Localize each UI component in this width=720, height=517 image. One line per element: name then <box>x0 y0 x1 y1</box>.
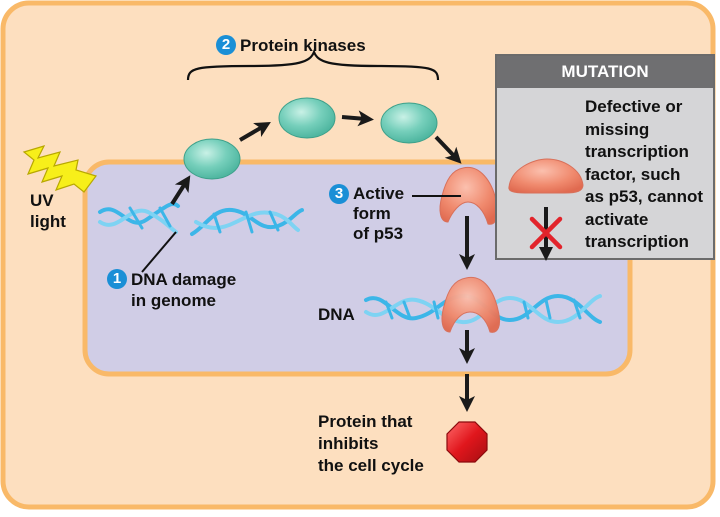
uv-lightning-icon <box>22 145 97 193</box>
inhibitor-label-line-1: Protein that <box>318 412 413 431</box>
uv-label-line-1: UV <box>30 191 54 210</box>
step-3-active-p53: 3 Active form of p53 <box>329 184 404 244</box>
protein-kinase-1 <box>183 138 241 180</box>
step-3-line-2: form <box>353 204 391 223</box>
x-mark-icon <box>529 216 563 250</box>
damaged-dna-helix-left <box>98 201 180 234</box>
dna-label: DNA <box>318 305 355 324</box>
mutation-panel: MUTATION Defective or missing transcript… <box>495 54 715 261</box>
step-badge-3: 3 <box>329 184 349 204</box>
cell-cycle-inhibitor-protein <box>446 421 488 463</box>
inhibitor-protein-label: Protein that inhibits the cell cycle <box>318 411 424 477</box>
defective-p53-protein <box>508 158 584 194</box>
dna-damage-leader-line <box>141 231 177 273</box>
protein-kinase-2 <box>278 97 336 139</box>
step-2-protein-kinases: 2 Protein kinases <box>216 35 366 56</box>
step-3-line-1: Active <box>353 184 405 203</box>
mutation-description: Defective or missing transcription facto… <box>585 97 704 251</box>
damaged-dna-helix-right <box>190 207 304 236</box>
step-1-line-2: in genome <box>131 291 217 310</box>
arrow-kinase1-to-kinase2 <box>238 121 271 142</box>
step-1-line-1: DNA damage <box>131 270 237 289</box>
protein-kinase-3 <box>380 102 438 144</box>
arrow-kinase2-to-kinase3 <box>341 110 374 127</box>
inhibitor-label-line-3: the cell cycle <box>318 456 424 475</box>
step-3-line-3: of p53 <box>353 224 404 243</box>
step-badge-1: 1 <box>107 269 127 289</box>
uv-label-line-2: light <box>30 212 66 231</box>
arrow-kinase3-to-p53 <box>434 135 462 164</box>
step-1-label: DNA damage in genome <box>131 269 236 311</box>
mutation-header: MUTATION <box>497 56 713 88</box>
step-3-label: Active form of p53 <box>353 184 404 244</box>
step-2-label: Protein kinases <box>240 36 366 55</box>
kinase-brace <box>186 49 440 81</box>
mutation-illustration <box>508 158 584 261</box>
arrow-dna-to-kinase <box>170 175 191 206</box>
step-1-dna-damage: 1 DNA damage in genome <box>107 269 236 311</box>
step-badge-2: 2 <box>216 35 236 55</box>
p53-bound-to-dna <box>441 276 501 333</box>
inhibitor-label-line-2: inhibits <box>318 434 379 453</box>
uv-light-label: UV light <box>30 190 66 232</box>
blocked-arrow-head <box>539 247 553 261</box>
